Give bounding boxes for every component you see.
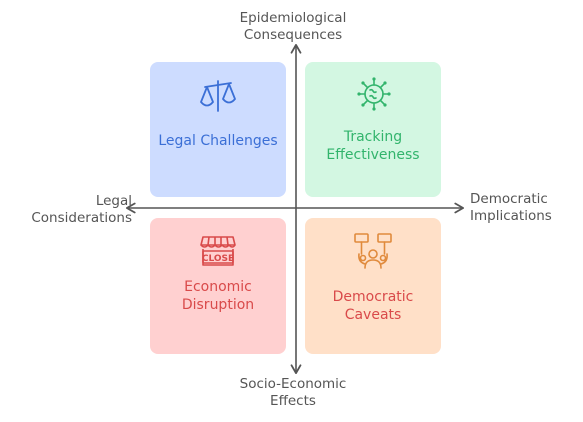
quadrant-label-line2: Effectiveness xyxy=(326,146,420,163)
quadrant-label: Legal Challenges xyxy=(158,132,277,150)
axis-label-right-line1: Democratic xyxy=(470,191,548,207)
closed-shop-icon: CLOSE xyxy=(200,236,236,266)
virus-icon xyxy=(357,77,391,111)
quadrant-label: Economic Disruption xyxy=(182,278,254,314)
quadrant-legal-challenges: Legal Challenges xyxy=(150,62,286,197)
axis-label-left-line2: Considerations xyxy=(31,210,132,226)
quadrant-label-line2: Caveats xyxy=(344,307,402,323)
axis-label-top: Epidemiological Consequences xyxy=(200,10,386,44)
quadrant-label: Tracking Effectiveness xyxy=(326,128,419,164)
axis-label-left: Legal Considerations xyxy=(12,193,132,227)
axis-label-left-line1: Legal xyxy=(95,193,132,209)
axis-label-right: Democratic Implications xyxy=(470,191,578,225)
axis-label-bottom-line2: Effects xyxy=(270,393,316,409)
axis-label-top-line1: Epidemiological xyxy=(239,10,347,26)
closed-shop-sign: CLOSE xyxy=(202,254,234,264)
axis-label-right-line2: Implications xyxy=(470,208,552,224)
quadrant-democratic-caveats: Democratic Caveats xyxy=(305,218,441,354)
quadrant-label-line1: Democratic xyxy=(332,289,414,305)
quadrant-label-line1: Economic xyxy=(184,279,252,295)
quadrant-label-line2: Disruption xyxy=(181,297,255,313)
axis-label-bottom-line1: Socio-Economic xyxy=(239,376,347,392)
quadrant-label-line1: Legal Challenges xyxy=(158,132,278,149)
quadrant-label-line1: Tracking xyxy=(343,128,403,145)
quadrant-label: Democratic Caveats xyxy=(333,288,414,324)
scales-icon xyxy=(200,80,236,112)
axis-label-bottom: Socio-Economic Effects xyxy=(200,376,386,410)
protest-icon xyxy=(354,233,392,269)
axis-label-top-line2: Consequences xyxy=(243,27,343,43)
quadrant-tracking-effectiveness: Tracking Effectiveness xyxy=(305,62,441,197)
quadrant-economic-disruption: CLOSE Economic Disruption xyxy=(150,218,286,354)
